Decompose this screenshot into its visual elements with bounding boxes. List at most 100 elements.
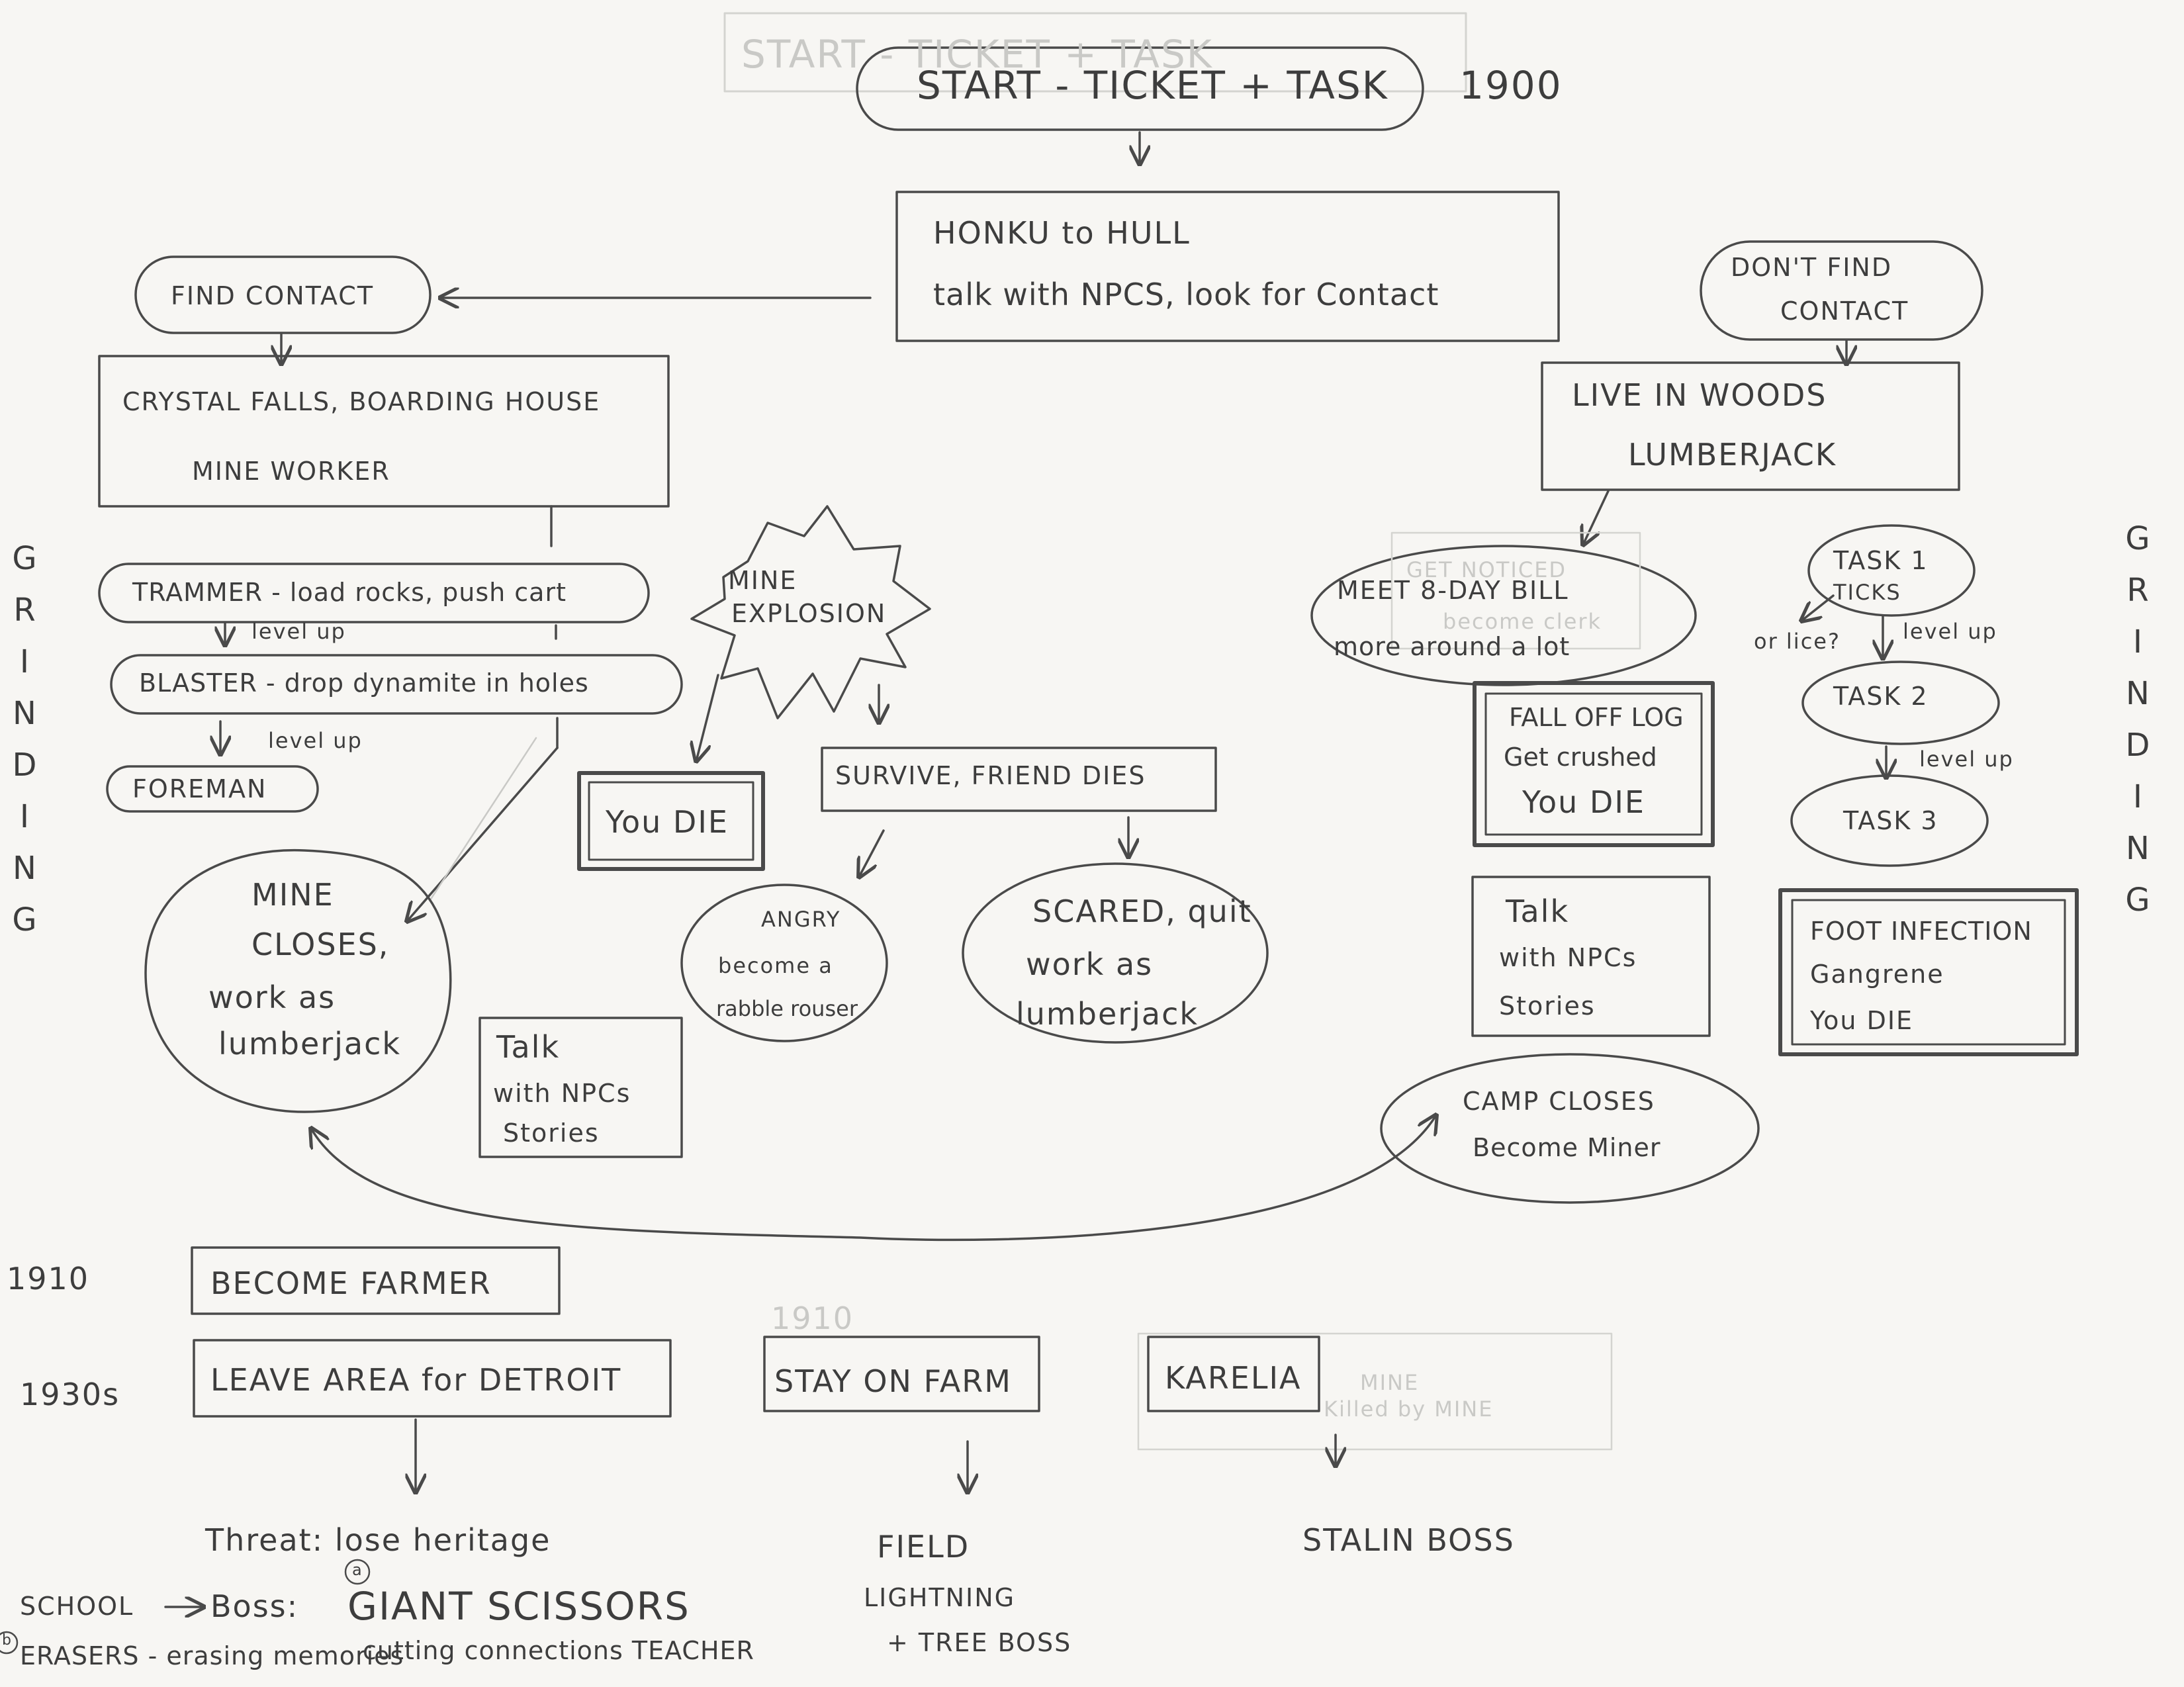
threat-label: Threat: lose heritage: [205, 1522, 551, 1558]
foreman-pill: [106, 765, 319, 813]
ghost-mine-line2: Killed by MINE: [1324, 1396, 1494, 1422]
blaster-label: BLASTER - drop dynamite in holes: [139, 668, 589, 698]
school-label: SCHOOL: [20, 1592, 134, 1621]
task2-label: TASK 2: [1833, 682, 1929, 711]
crystal-line1: CRYSTAL FALLS, BOARDING HOUSE: [122, 387, 601, 416]
find-contact-pill: [134, 255, 432, 334]
karelia-label: KARELIA: [1165, 1360, 1302, 1396]
foot-line1: FOOT INFECTION: [1810, 917, 2032, 946]
talk-right-line1: Talk: [1506, 893, 1570, 929]
camp-closes-line2: Become Miner: [1473, 1133, 1661, 1162]
mine-closes-line4: lumberjack: [218, 1026, 402, 1062]
scared-line2: work as: [1026, 946, 1154, 982]
task3-ellipse: [1790, 774, 1989, 867]
ghost-bill-line1: GET NOTICED: [1406, 557, 1567, 582]
level-up-1: level up: [251, 619, 346, 644]
woods-line2: LUMBERJACK: [1628, 437, 1837, 473]
erasers-label: ERASERS - erasing memories: [20, 1641, 404, 1670]
mine-explosion-burst: [690, 505, 931, 719]
ghost-1910: 1910: [771, 1300, 854, 1336]
trammer-label: TRAMMER - load rocks, push cart: [132, 578, 567, 607]
foot-infection-box: [1778, 888, 2079, 1056]
circle-a-label: a: [352, 1561, 362, 1579]
ghost-mine-box: [1137, 1332, 1613, 1451]
task2-ellipse: [1801, 661, 2000, 745]
talk-box-left: [478, 1017, 683, 1158]
mine-explosion-line1: MINE: [728, 566, 797, 595]
mine-explosion-line2: EXPLOSION: [731, 599, 887, 628]
fall-log-box: [1473, 681, 1715, 847]
become-farmer-label: BECOME FARMER: [210, 1265, 492, 1301]
circle-b-label: b: [2, 1632, 11, 1649]
level-up-2: level up: [268, 728, 363, 753]
become-farmer-box: [191, 1246, 561, 1315]
task1-line2: TICKS: [1833, 580, 1901, 605]
ghost-bill-line2: become clerk: [1443, 609, 1602, 634]
ghost-start-label: START - TICKET + TASK: [741, 32, 1213, 77]
fall-log-line1: FALL OFF LOG: [1509, 703, 1684, 732]
blaster-pill: [110, 654, 683, 715]
angry-line2: become a: [718, 953, 833, 978]
year-1910: 1910: [7, 1261, 90, 1297]
field-line2: LIGHTNING: [864, 1583, 1016, 1612]
start-pill: [856, 46, 1424, 131]
trammer-pill: [98, 563, 650, 623]
task3-label: TASK 3: [1843, 806, 1938, 835]
leave-area-label: LEAVE AREA for DETROIT: [210, 1362, 622, 1398]
arrow-survive-angry: [859, 829, 885, 877]
you-die-box: [577, 771, 765, 871]
dont-find-line2: CONTACT: [1780, 296, 1909, 326]
foreman-label: FOREMAN: [132, 774, 267, 803]
leave-area-box: [193, 1339, 672, 1418]
fall-log-line3: You DIE: [1522, 784, 1645, 820]
mine-closes-circle: [144, 848, 452, 1113]
start-label: START - TICKET + TASK: [917, 63, 1388, 108]
honku-box: [895, 191, 1560, 342]
arrow-blaster-mineclose: [407, 747, 559, 921]
scared-line1: SCARED, quit: [1032, 893, 1252, 929]
arrow-woods-bill: [1583, 490, 1610, 545]
mine-closes-line3: work as: [208, 980, 336, 1015]
dont-find-pill: [1700, 240, 1983, 341]
talk-left-line1: Talk: [496, 1029, 561, 1065]
arrow-task1-lice: [1801, 594, 1835, 621]
stay-farm-label: STAY ON FARM: [774, 1363, 1012, 1399]
stalin-label: STALIN BOSS: [1302, 1522, 1515, 1558]
stay-farm-box: [763, 1336, 1040, 1412]
you-die-mine-label: You DIE: [606, 804, 729, 840]
karelia-box: [1147, 1336, 1320, 1412]
dont-find-line1: DON'T FIND: [1731, 253, 1893, 282]
scared-line3: lumberjack: [1016, 996, 1199, 1032]
circle-a: [344, 1559, 371, 1585]
angry-ellipse: [680, 884, 888, 1042]
talk-left-line2: with NPCs: [493, 1079, 631, 1108]
crystal-falls-box: [98, 355, 670, 508]
arrow-exp-die: [696, 674, 719, 761]
ghost-mine-line1: MINE: [1360, 1370, 1420, 1395]
task1-ellipse: [1807, 524, 1976, 617]
angry-line3: rabble rouser: [716, 996, 858, 1021]
level-up-4: level up: [1919, 747, 2014, 772]
foot-line2: Gangrene: [1810, 960, 1944, 989]
task1-line1: TASK 1: [1833, 546, 1929, 575]
talk-box-right: [1471, 876, 1711, 1037]
woods-box: [1541, 361, 1960, 491]
ghost-bill-box: [1390, 531, 1641, 650]
arrow-curve-loop: [311, 1115, 1436, 1242]
year-1930s: 1930s: [20, 1377, 120, 1412]
giant-scissors-label: GIANT SCISSORS: [347, 1584, 690, 1629]
survive-label: SURVIVE, FRIEND DIES: [835, 761, 1146, 790]
camp-closes-ellipse: [1380, 1053, 1760, 1204]
camp-closes-line1: CAMP CLOSES: [1463, 1087, 1655, 1116]
field-line1: FIELD: [877, 1529, 970, 1565]
foot-line3: You DIE: [1810, 1006, 1914, 1035]
mine-closes-line1: MINE: [251, 877, 334, 913]
field-line3: + TREE BOSS: [887, 1628, 1072, 1657]
level-up-3: level up: [1903, 619, 1997, 644]
or-lice-label: or lice?: [1754, 629, 1841, 654]
circle-b: [0, 1631, 19, 1655]
start-year: 1900: [1459, 63, 1563, 108]
